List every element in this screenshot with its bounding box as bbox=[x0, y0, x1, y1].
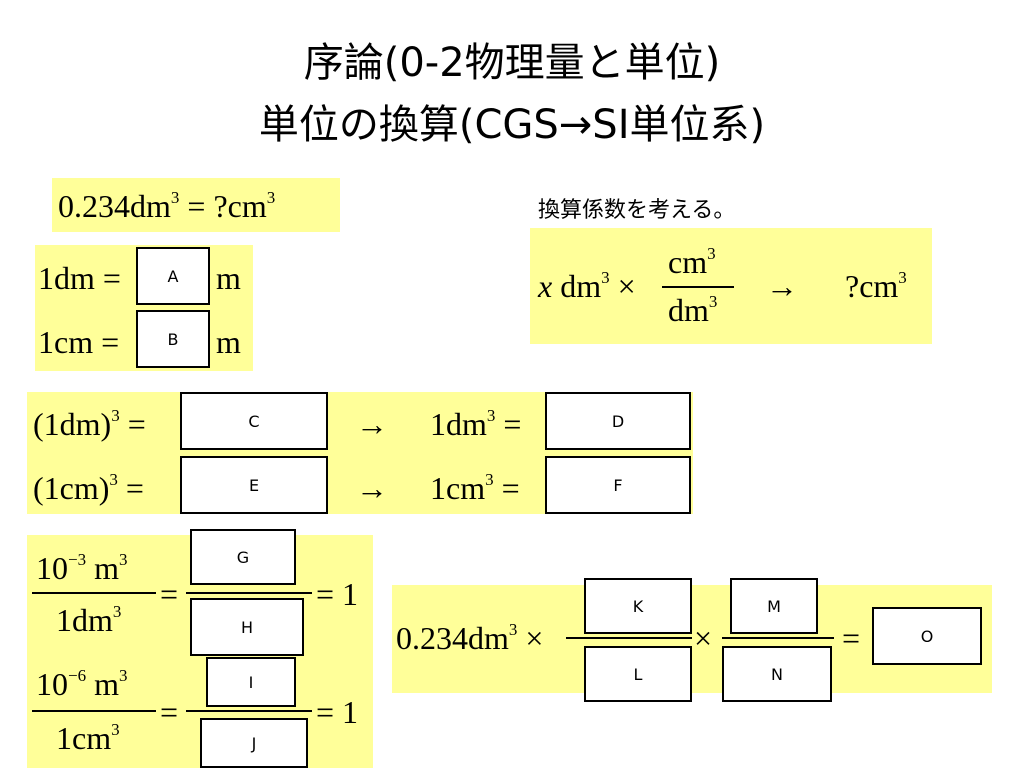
hint-arrow: → bbox=[766, 268, 798, 304]
frac1-eq: = bbox=[160, 576, 179, 612]
row-a-unit: m bbox=[216, 260, 241, 296]
row-c-arrow: → bbox=[356, 406, 388, 442]
answer-box-f[interactable]: F bbox=[545, 456, 691, 514]
final-frac-line-2 bbox=[722, 637, 834, 639]
hint-lhs: x dm3 × bbox=[538, 268, 636, 304]
hint-result: ?cm3 bbox=[845, 268, 907, 304]
answer-box-d[interactable]: D bbox=[545, 392, 691, 450]
final-frac-line-1 bbox=[566, 637, 692, 639]
frac2-eq: = bbox=[160, 694, 179, 730]
answer-box-m[interactable]: M bbox=[730, 578, 818, 634]
answer-box-k[interactable]: K bbox=[584, 578, 692, 634]
final-eq: = bbox=[842, 620, 861, 656]
frac1-line-left bbox=[32, 592, 156, 594]
frac1-result: = 1 bbox=[316, 576, 359, 612]
row-e-lhs: (1cm)3 = bbox=[33, 470, 144, 506]
answer-box-c[interactable]: C bbox=[180, 392, 328, 450]
row-b-unit: m bbox=[216, 324, 241, 360]
answer-box-o[interactable]: O bbox=[872, 607, 982, 665]
hint-label: 換算係数を考える。 bbox=[538, 198, 736, 223]
answer-box-j[interactable]: J bbox=[200, 718, 308, 768]
answer-box-e[interactable]: E bbox=[180, 456, 328, 514]
row-c-lhs: (1dm)3 = bbox=[33, 406, 146, 442]
answer-box-b[interactable]: B bbox=[136, 310, 210, 368]
hint-fraction-line bbox=[662, 286, 734, 288]
answer-box-n[interactable]: N bbox=[722, 646, 832, 702]
frac2-numerator: 10−6 m3 bbox=[36, 666, 128, 702]
title-line-1: 序論(0-2物理量と単位) bbox=[303, 40, 721, 86]
row-d-lhs: 1dm3 = bbox=[430, 406, 522, 442]
hint-numerator: cm3 bbox=[668, 244, 716, 280]
final-lhs: 0.234dm3 × bbox=[396, 620, 544, 656]
answer-box-g[interactable]: G bbox=[190, 529, 296, 585]
question-highlight bbox=[52, 178, 340, 232]
final-times-2: × bbox=[694, 620, 713, 656]
answer-box-i[interactable]: I bbox=[206, 657, 296, 707]
title-line-2: 単位の換算(CGS→SI単位系) bbox=[258, 102, 766, 148]
row-a-lhs: 1dm = bbox=[38, 260, 121, 296]
frac1-numerator: 10−3 m3 bbox=[36, 550, 128, 586]
answer-box-h[interactable]: H bbox=[190, 598, 304, 656]
frac1-denominator: 1dm3 bbox=[56, 602, 122, 638]
frac1-line-right bbox=[186, 592, 312, 594]
row-b-lhs: 1cm = bbox=[38, 324, 120, 360]
frac2-result: = 1 bbox=[316, 694, 359, 730]
hint-denominator: dm3 bbox=[668, 292, 718, 328]
row-e-arrow: → bbox=[356, 470, 388, 506]
answer-box-l[interactable]: L bbox=[584, 646, 692, 702]
frac2-denominator: 1cm3 bbox=[56, 720, 120, 756]
row-f-lhs: 1cm3 = bbox=[430, 470, 520, 506]
frac2-line-left bbox=[32, 710, 156, 712]
answer-box-a[interactable]: A bbox=[136, 247, 210, 305]
frac2-line-right bbox=[186, 710, 312, 712]
question-equation: 0.234dm3 = ?cm3 bbox=[58, 188, 276, 224]
